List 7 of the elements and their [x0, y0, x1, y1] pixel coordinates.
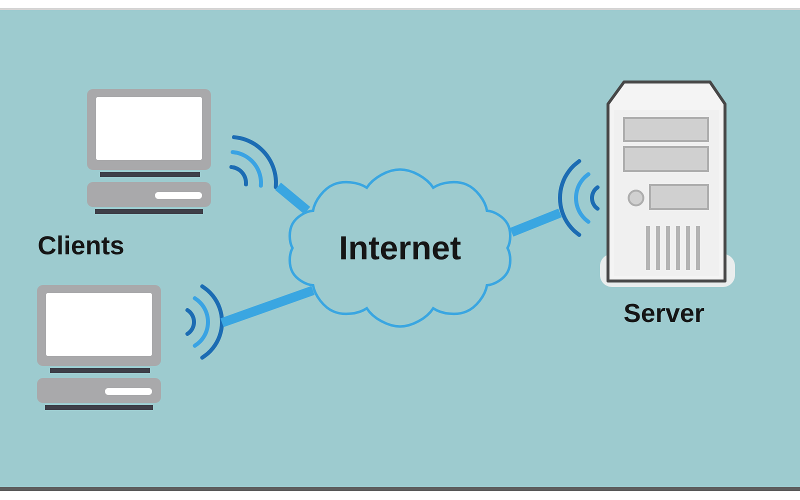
node-label: Clients: [38, 235, 124, 255]
connector: [220, 286, 315, 328]
computer-illustration: [37, 284, 224, 410]
connector: [275, 182, 310, 214]
cloud: Internet: [288, 168, 512, 328]
node-label: Server: [624, 304, 704, 322]
connector: [510, 208, 562, 237]
